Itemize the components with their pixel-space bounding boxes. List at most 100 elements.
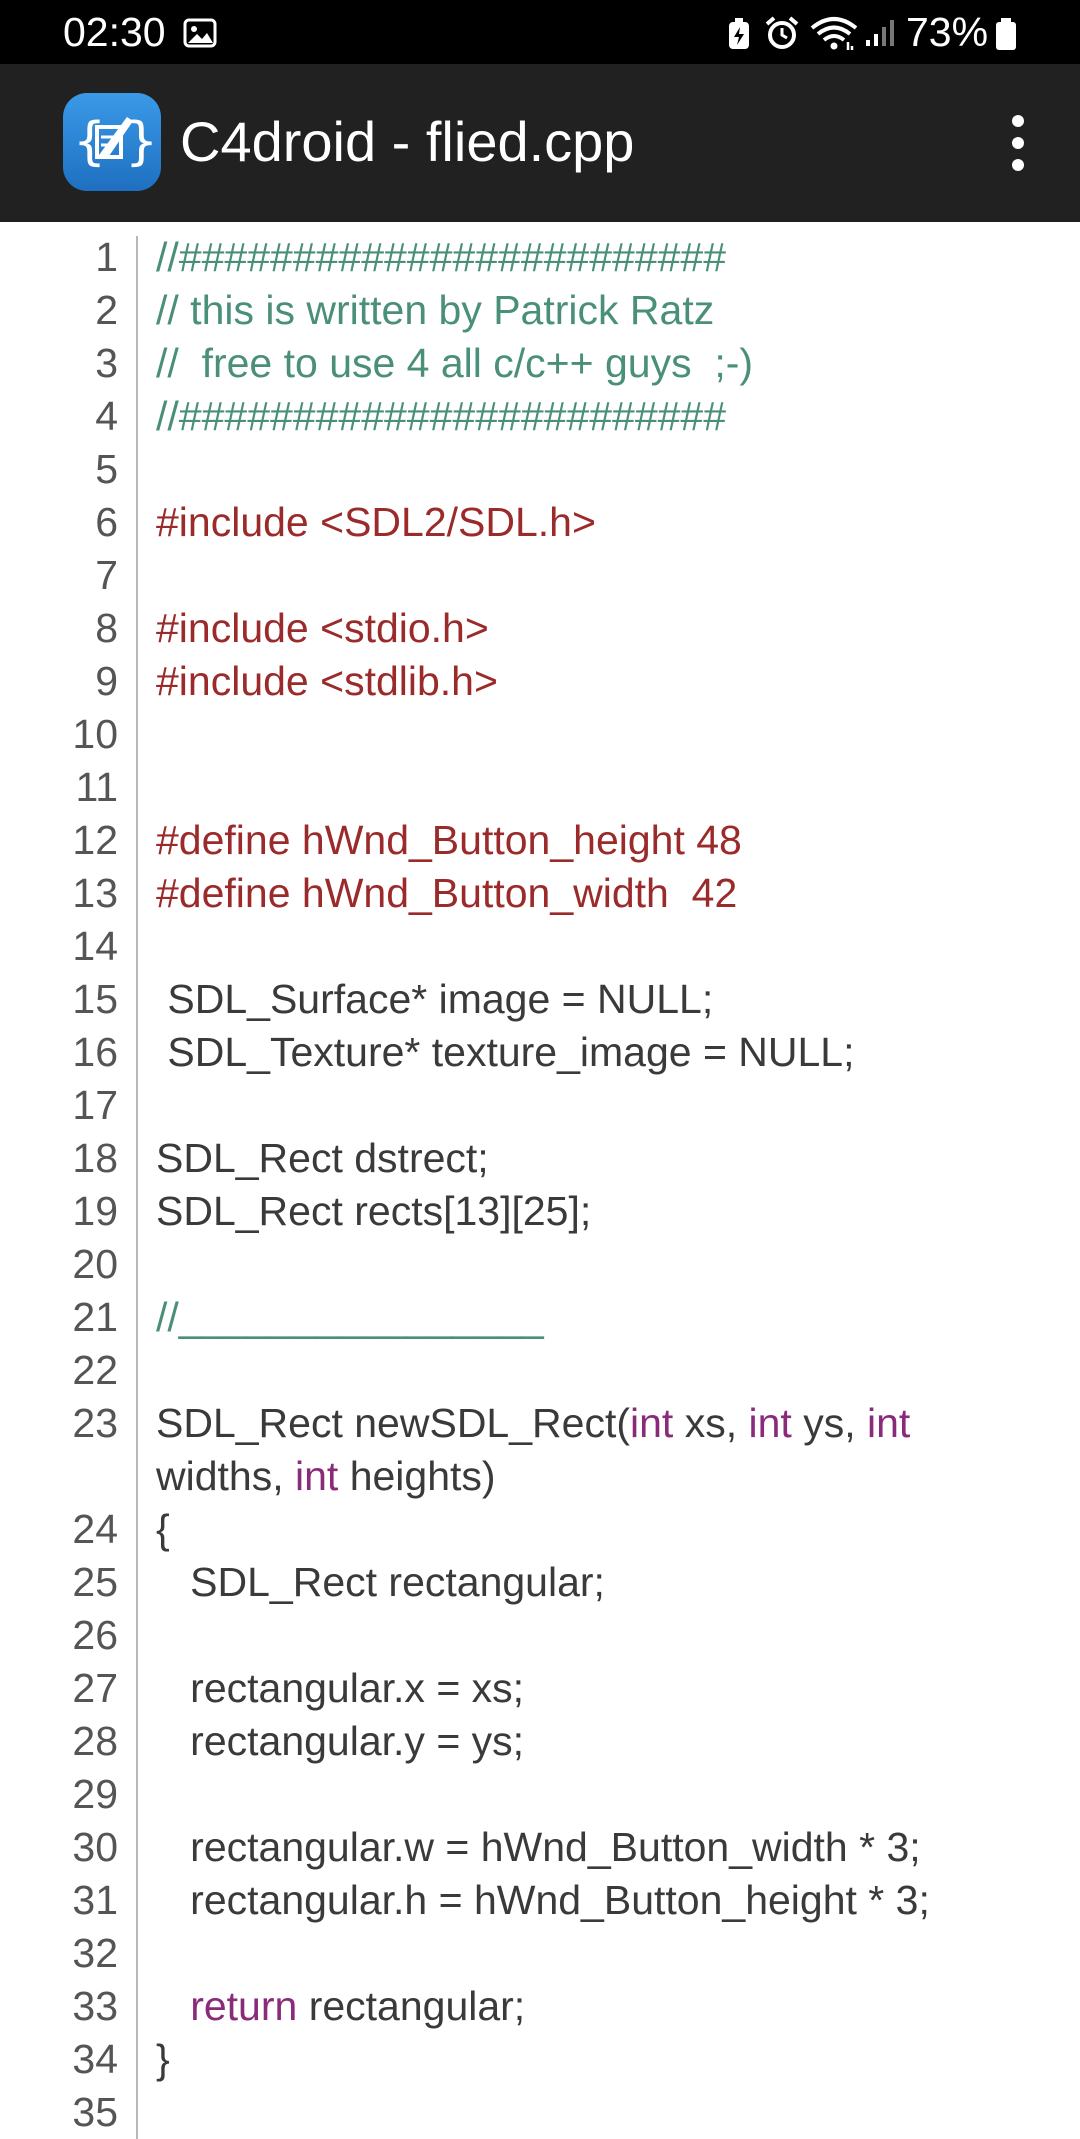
line-code: //######################## <box>156 231 726 284</box>
line-number: 2 <box>95 287 118 333</box>
app-bar: { } C4droid - flied.cpp <box>0 64 1080 222</box>
code-editor[interactable]: 1 //######################## 2 // this is w… <box>0 222 1080 2139</box>
code-token-keyword: return <box>190 1983 298 2029</box>
code-token-plain: heights) <box>338 1453 496 1499</box>
battery-saver-icon <box>725 17 753 56</box>
code-token-plain: SDL_Surface* image = NULL; <box>156 976 714 1022</box>
code-token-plain: SDL_Rect rectangular; <box>156 1559 605 1605</box>
line-number: 27 <box>72 1665 118 1711</box>
line-code: //######################## <box>156 390 726 443</box>
line-number: 8 <box>95 605 118 651</box>
line-code: SDL_Rect rectangular; <box>156 1556 605 1609</box>
status-bar: 02:30 <box>0 0 1080 64</box>
line-code: SDL_Texture* texture_image = NULL; <box>156 1026 855 1079</box>
line-number: 12 <box>72 817 118 863</box>
line-code: SDL_Surface* image = NULL; <box>156 973 713 1026</box>
line-code: //________________ <box>156 1291 544 1344</box>
code-token-keyword: int <box>629 1400 674 1446</box>
line-code: { <box>156 1503 170 1556</box>
code-token-comment: //######################## <box>156 393 727 439</box>
code-token-preproc: #define hWnd_Button_height 48 <box>156 817 742 863</box>
code-token-plain: SDL_Rect rects[13][25]; <box>156 1188 592 1234</box>
line-number: 13 <box>72 870 118 916</box>
code-token-preproc: #include <SDL2/SDL.h> <box>156 499 596 545</box>
code-token-keyword: int <box>748 1400 792 1446</box>
gallery-icon <box>183 18 217 53</box>
code-token-plain: SDL_Rect newSDL_Rect( <box>156 1400 630 1446</box>
code-token-comment: // this is written by Patrick Ratz <box>156 287 715 333</box>
line-number: 25 <box>72 1559 118 1605</box>
line-code: return rectangular; <box>156 1980 525 2033</box>
code-token-plain: rectangular.w = hWnd_Button_width * 3; <box>156 1824 921 1870</box>
line-code: // free to use 4 all c/c++ guys ;-) <box>156 337 753 390</box>
line-number: 18 <box>72 1135 118 1181</box>
line-number: 26 <box>72 1612 118 1658</box>
line-number: 10 <box>72 711 118 757</box>
line-number: 1 <box>95 234 118 280</box>
line-number: 15 <box>72 976 118 1022</box>
line-number: 17 <box>72 1082 118 1128</box>
code-token-keyword: int <box>866 1400 911 1446</box>
more-vert-icon[interactable] <box>990 113 1046 173</box>
line-number: 23 <box>72 1400 118 1446</box>
alarm-icon <box>764 15 800 56</box>
line-number: 9 <box>95 658 118 704</box>
code-token-preproc: #define hWnd_Button_width 42 <box>156 870 738 916</box>
code-token-plain: { <box>156 1506 170 1552</box>
code-token-keyword: int <box>295 1453 339 1499</box>
svg-text:{: { <box>73 112 106 172</box>
code-token-plain: SDL_Texture* texture_image = NULL; <box>156 1029 855 1075</box>
line-number: 20 <box>72 1241 118 1287</box>
status-time: 02:30 <box>63 9 166 55</box>
line-number: 28 <box>72 1718 118 1764</box>
line-number: 24 <box>72 1506 118 1552</box>
line-number: 14 <box>72 923 118 969</box>
line-code: } <box>156 2033 170 2086</box>
line-code: SDL_Rect rects[13][25]; <box>156 1185 591 1238</box>
line-number: 31 <box>72 1877 118 1923</box>
code-token-plain: xs, <box>673 1400 749 1446</box>
line-code: #define hWnd_Button_width 42 <box>156 867 737 920</box>
c4droid-logo-icon: { } <box>63 93 161 191</box>
wifi-icon <box>810 16 858 57</box>
line-code: SDL_Rect dstrect; <box>156 1132 489 1185</box>
code-token-comment: //######################## <box>156 234 727 280</box>
code-token-plain: } <box>156 2036 170 2082</box>
code-token-preproc: #include <stdlib.h> <box>156 658 498 704</box>
line-number: 22 <box>72 1347 118 1393</box>
line-number: 11 <box>75 764 118 810</box>
code-token-plain: rectangular.y = ys; <box>156 1718 525 1764</box>
battery-icon <box>995 17 1017 56</box>
line-number: 4 <box>95 393 118 439</box>
line-number: 6 <box>95 499 118 545</box>
code-token-comment: // free to use 4 all c/c++ guys ;-) <box>156 340 754 386</box>
line-number: 33 <box>72 1983 118 2029</box>
line-number: 30 <box>72 1824 118 1870</box>
signal-icon <box>865 18 895 53</box>
line-code: widths, int heights) <box>156 1450 496 1503</box>
line-code: #define hWnd_Button_height 48 <box>156 814 742 867</box>
app-title: C4droid - flied.cpp <box>180 110 635 173</box>
line-code: rectangular.w = hWnd_Button_width * 3; <box>156 1821 921 1874</box>
code-token-plain: widths, <box>156 1453 295 1499</box>
line-code: #include <SDL2/SDL.h> <box>156 496 596 549</box>
line-number: 19 <box>72 1188 118 1234</box>
code-token-plain: rectangular.h = hWnd_Button_height * 3; <box>156 1877 930 1923</box>
code-token-plain: SDL_Rect dstrect; <box>156 1135 489 1181</box>
code-token-plain <box>156 1983 190 2029</box>
line-code: rectangular.x = xs; <box>156 1662 524 1715</box>
line-number: 7 <box>95 552 118 598</box>
line-number: 32 <box>72 1930 118 1976</box>
line-number: 21 <box>72 1294 118 1340</box>
battery-percent: 73% <box>906 9 989 55</box>
line-code: rectangular.h = hWnd_Button_height * 3; <box>156 1874 930 1927</box>
code-token-comment: //________________ <box>156 1294 544 1340</box>
code-token-plain: rectangular.x = xs; <box>156 1665 525 1711</box>
line-number: 35 <box>72 2089 118 2135</box>
code-token-plain: rectangular; <box>297 1983 526 2029</box>
line-code: #include <stdlib.h> <box>156 655 498 708</box>
line-number: 29 <box>72 1771 118 1817</box>
code-token-plain: ys, <box>791 1400 867 1446</box>
gutter-divider <box>136 236 138 2139</box>
line-code: rectangular.y = ys; <box>156 1715 524 1768</box>
